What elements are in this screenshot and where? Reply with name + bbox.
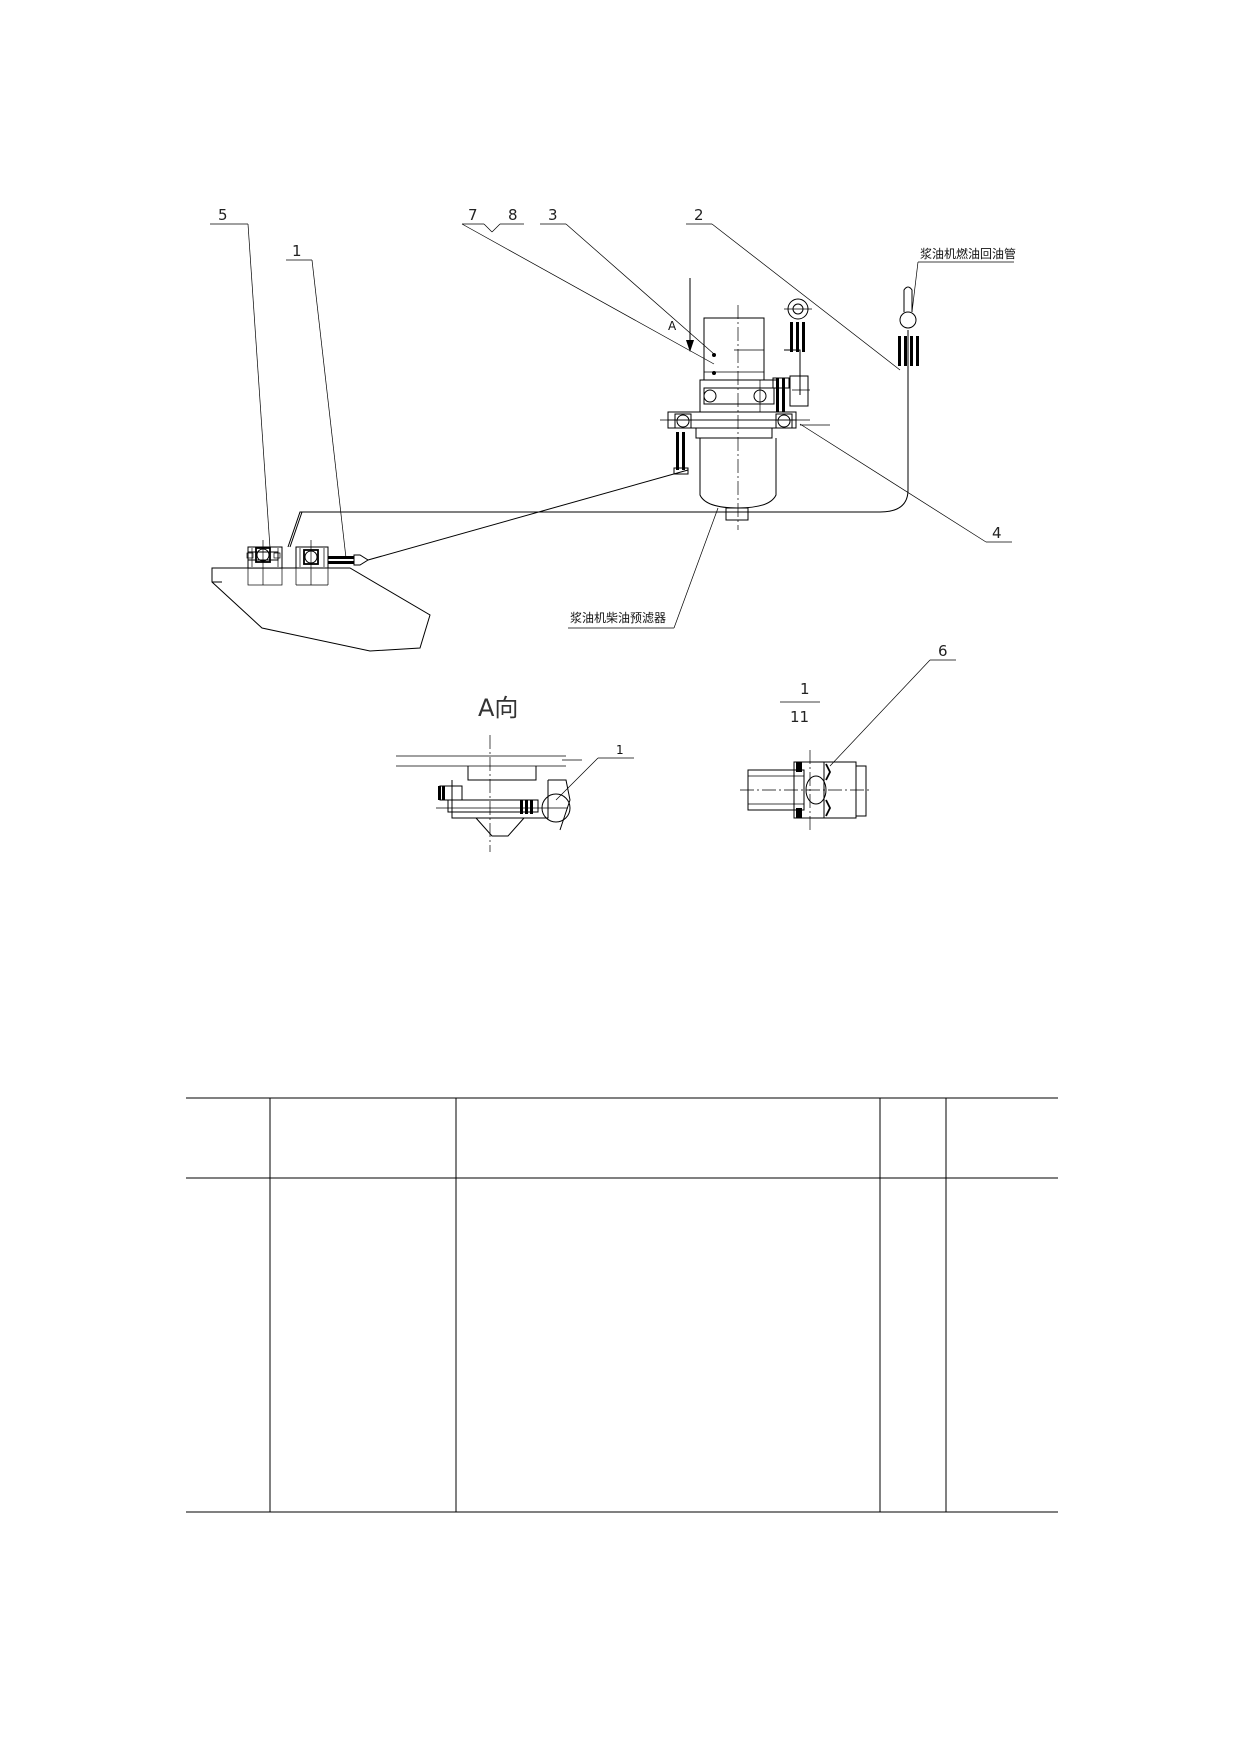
balloon-4: 4 (992, 524, 1002, 542)
main-assembly-view: A (210, 206, 1016, 652)
balloon-5: 5 (218, 206, 228, 224)
return-pipe-fitting (898, 286, 919, 366)
balloon-2: 2 (694, 206, 704, 224)
view-a-callout: 1 (616, 743, 624, 757)
balloon-6: 6 (938, 642, 948, 660)
view-a: A向 1 (396, 694, 634, 852)
return-pipe-label: 浆油机燃油回油管 (920, 246, 1016, 261)
balloon-7: 7 (468, 206, 478, 224)
prefilter-label: 浆油机柴油预滤器 (570, 610, 666, 625)
return-pipe-line (287, 330, 909, 548)
view-arrow-a: A (668, 278, 694, 352)
leaders (210, 223, 1014, 629)
parts-list-table (186, 1097, 1058, 1513)
view-a-title: A向 (478, 694, 518, 722)
detail-denominator: 11 (790, 708, 809, 726)
detail-numerator: 1 (800, 680, 810, 698)
prefilter-assembly (660, 298, 830, 530)
valve-block-right (247, 540, 369, 586)
balloon-1: 1 (292, 242, 302, 260)
balloon-8: 8 (508, 206, 518, 224)
detail-view: 1 11 6 (740, 642, 956, 830)
supply-pipe-line (367, 469, 689, 561)
valve-block-left (246, 540, 283, 585)
balloon-3: 3 (548, 206, 558, 224)
tank-body (211, 567, 431, 652)
view-arrow-a-label: A (668, 319, 677, 333)
